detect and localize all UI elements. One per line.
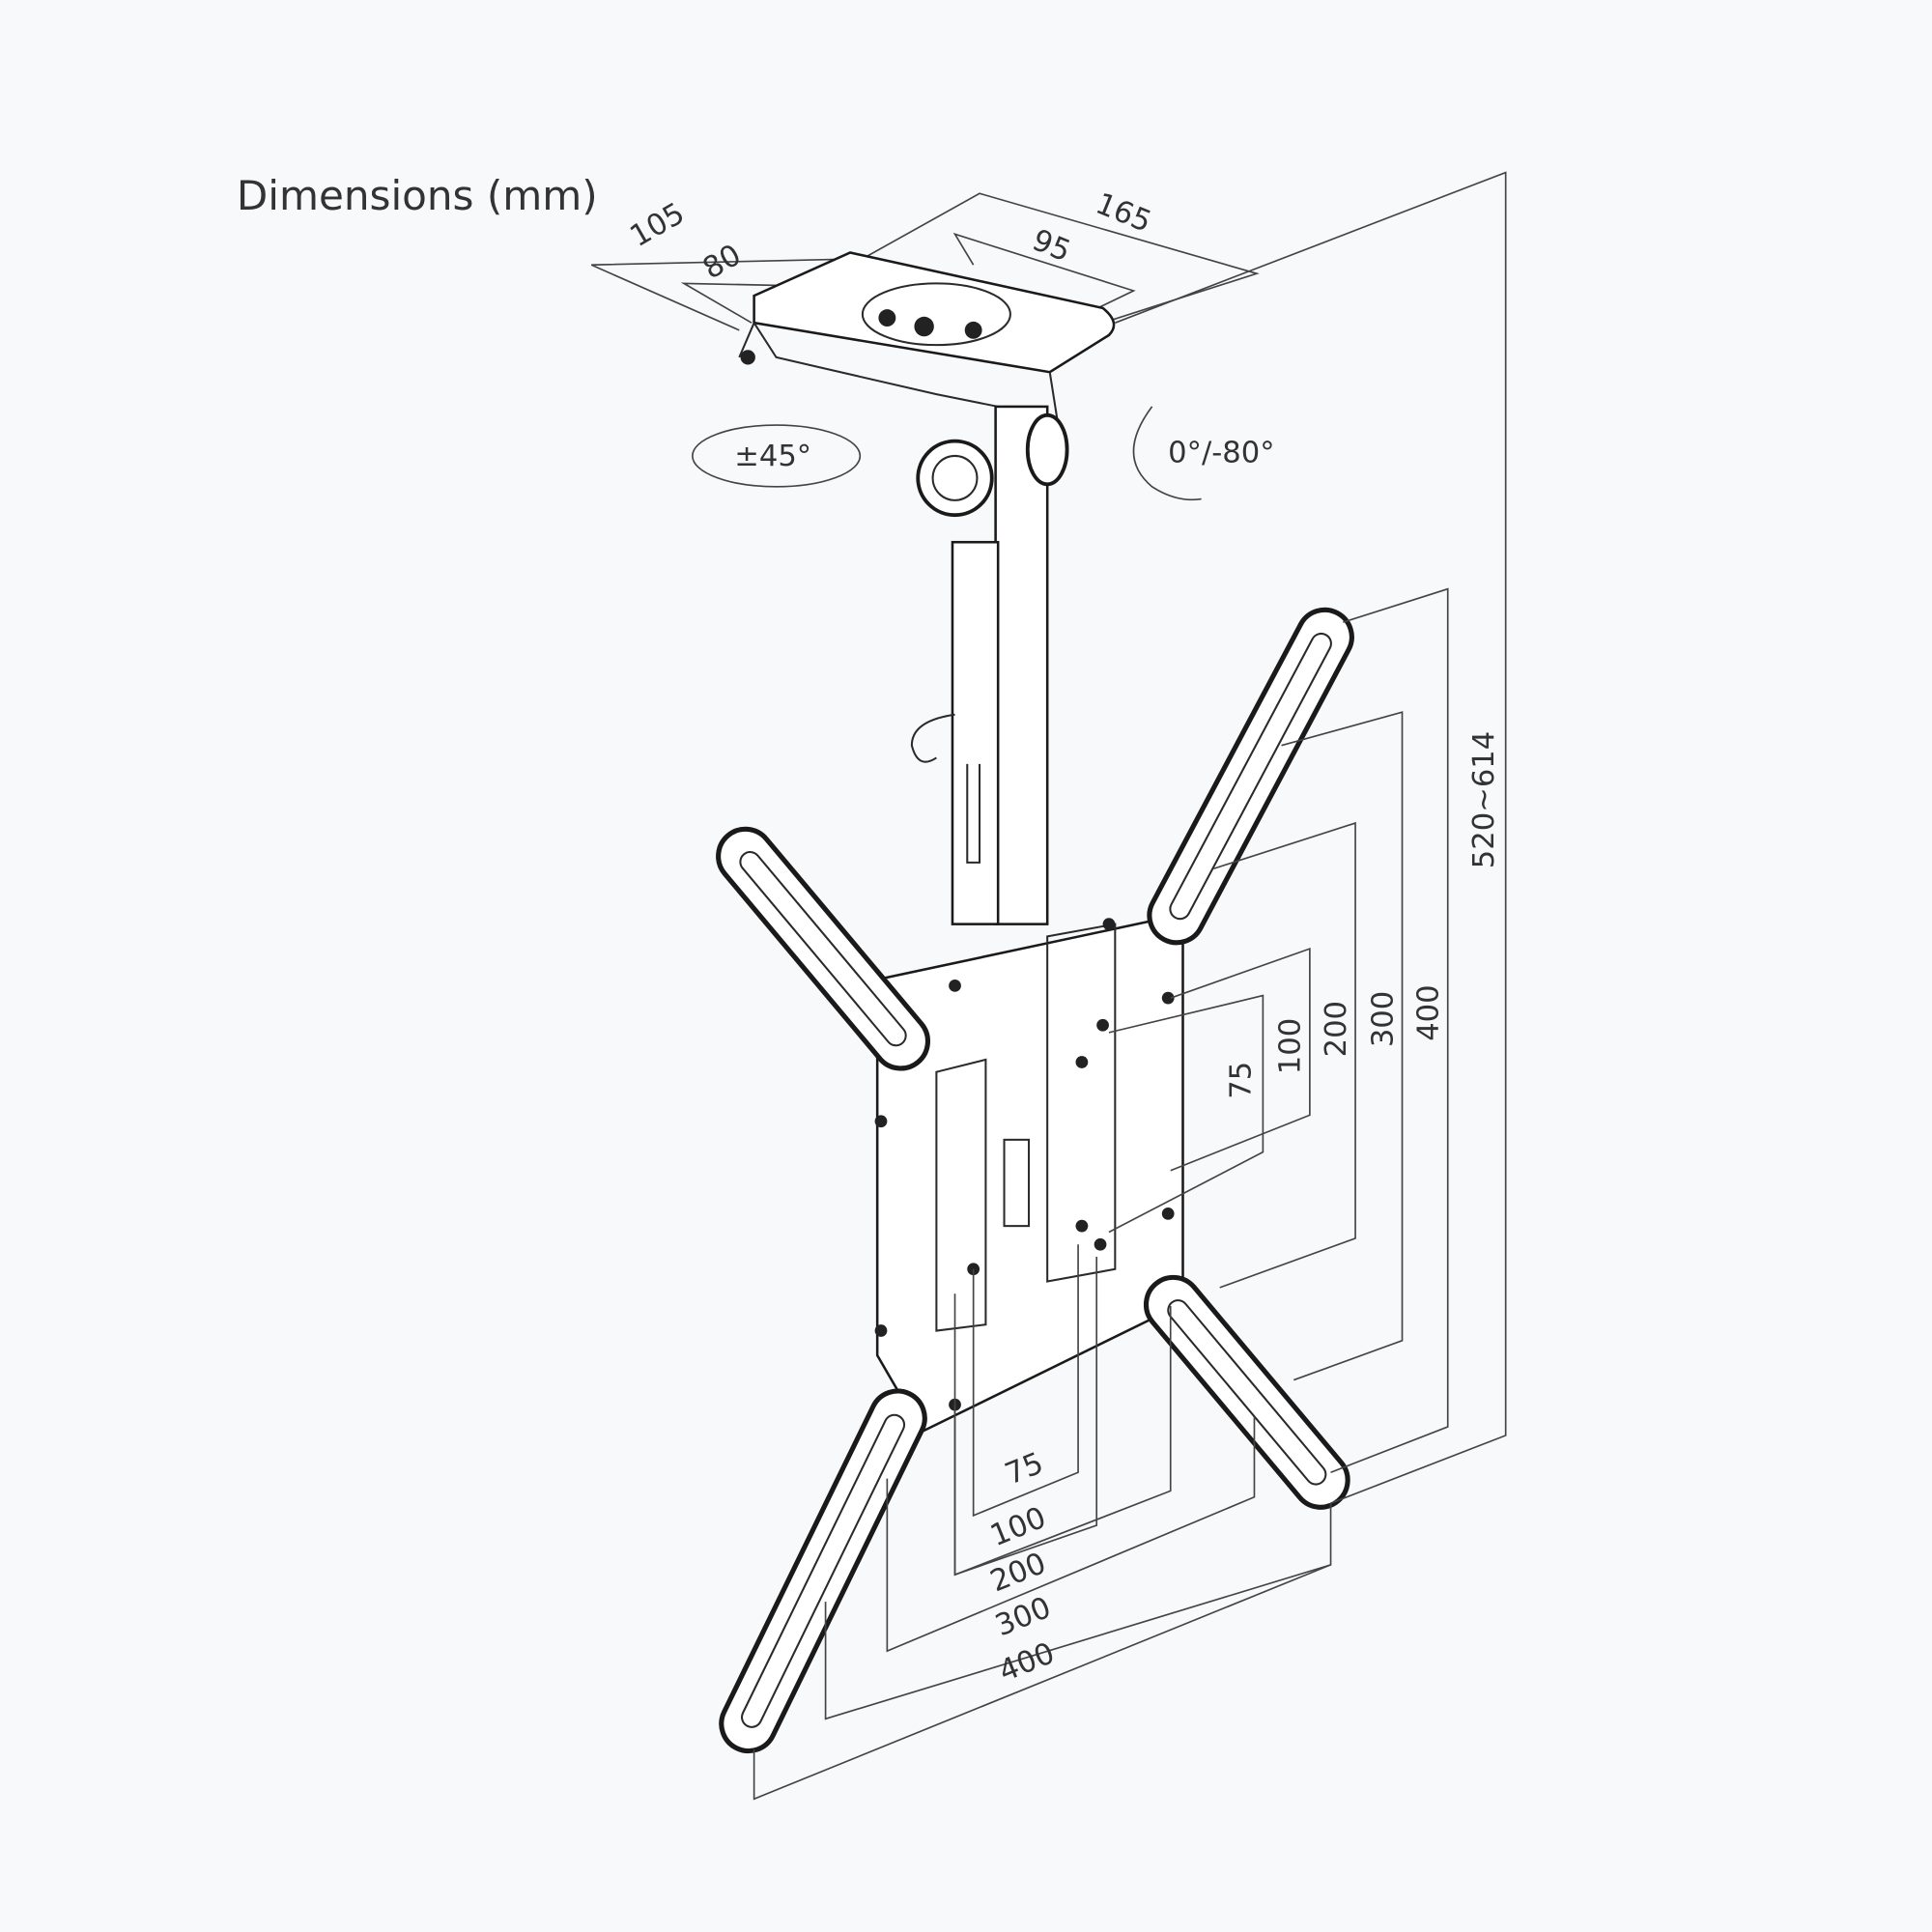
dim-165: 165 [1091,187,1155,240]
ceiling-plate [738,251,1116,419]
dim-105: 105 [625,197,691,255]
vesa-horizontal-dimension-lines [753,1244,1332,1801]
diagram-title: Dimensions (mm) [237,172,598,219]
height-dimension-lines [1115,171,1507,1504]
tilt-indicator: 0°/-80° [1132,406,1275,501]
vesa-v-400: 400 [1412,984,1446,1040]
bracket-arm-top-right [1147,607,1354,946]
tilt-angle-label: 0°/-80° [1168,436,1274,469]
swivel-indicator: ±45° [692,424,862,488]
vesa-v-100: 100 [1274,1018,1308,1074]
vesa-vertical-dimension-lines [1108,587,1449,1474]
swivel-angle-label: ±45° [734,440,811,473]
telescopic-pole [910,405,1069,925]
vesa-h-75: 75 [1001,1446,1048,1492]
vesa-bracket-plate [874,912,1184,1434]
ceiling-plate-dimension-lines [590,192,1260,331]
vesa-v-200: 200 [1320,1001,1353,1057]
bracket-arm-bottom-left [719,1388,927,1754]
vesa-h-400: 400 [994,1636,1059,1689]
dim-80: 80 [697,239,747,287]
vesa-v-75: 75 [1225,1062,1259,1099]
bracket-arm-top-left [716,826,931,1071]
height-range-label: 520~614 [1467,731,1501,868]
bracket-arm-bottom-right [1143,1274,1350,1510]
vesa-v-300: 300 [1366,991,1400,1047]
dim-95: 95 [1028,223,1075,269]
vesa-h-100: 100 [985,1501,1050,1553]
